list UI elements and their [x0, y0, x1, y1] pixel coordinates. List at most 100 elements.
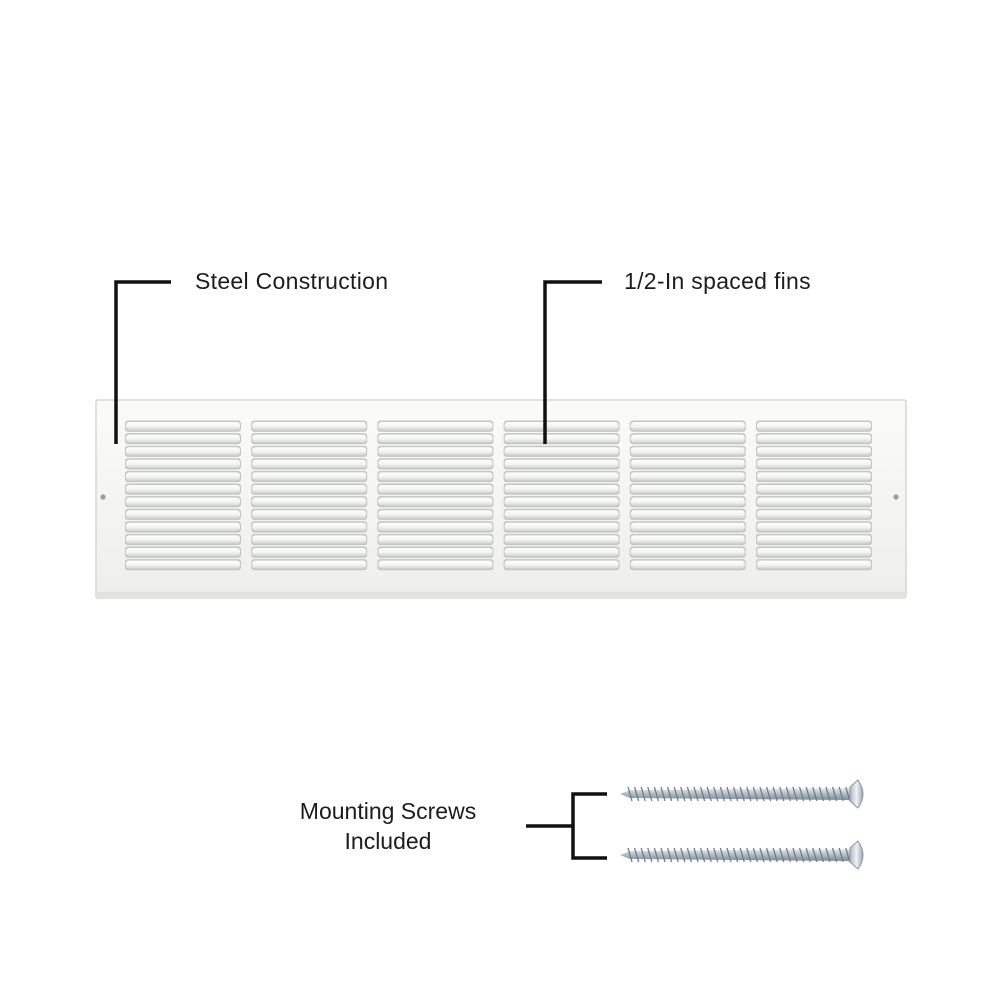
screw-thread: [838, 786, 844, 802]
fin: [378, 510, 493, 519]
fin: [504, 447, 619, 456]
fin-column: [756, 420, 872, 571]
mounting-screws-label-line1: Mounting Screws: [299, 798, 477, 824]
screw-thread: [647, 786, 653, 802]
fin: [504, 560, 619, 569]
screw-thread: [785, 847, 792, 863]
fin: [757, 548, 871, 557]
fin: [757, 535, 871, 544]
mounting-hole-left: [100, 494, 106, 500]
grille-plate-bottom-edge: [96, 592, 906, 598]
screw-thread: [792, 786, 798, 802]
fin-column: [503, 420, 620, 571]
screw-thread: [713, 847, 719, 863]
steel-construction-label: Steel Construction: [195, 268, 389, 294]
screw-thread: [759, 786, 765, 802]
fin: [378, 560, 493, 569]
screw-thread: [739, 847, 745, 863]
fin: [378, 535, 493, 544]
fin: [126, 548, 240, 557]
screw-thread: [746, 847, 752, 863]
screw-thread: [805, 847, 811, 863]
screw-thread: [686, 786, 693, 802]
fin: [630, 522, 745, 531]
fin: [378, 434, 493, 443]
fin: [126, 459, 240, 468]
screw: [620, 840, 864, 870]
screw-thread: [699, 847, 706, 863]
fin: [757, 510, 871, 519]
screw-thread: [798, 847, 805, 863]
screw-thread: [633, 847, 640, 863]
screw-head: [849, 779, 864, 809]
screw-thread: [653, 847, 660, 863]
screw-thread: [726, 847, 732, 863]
screw-thread: [746, 786, 752, 802]
fin: [378, 497, 493, 506]
screw-thread: [752, 847, 759, 863]
fin: [504, 459, 619, 468]
screw-thread: [805, 786, 811, 802]
fin: [252, 447, 367, 456]
fin: [757, 422, 871, 431]
fins-callout-line: [543, 280, 602, 444]
fin-column: [629, 420, 746, 571]
fin: [252, 497, 367, 506]
fin: [757, 522, 871, 531]
screw-thread: [713, 786, 719, 802]
fin: [126, 447, 240, 456]
fin: [630, 434, 745, 443]
fin: [504, 510, 619, 519]
fin: [252, 560, 367, 569]
screw-thread: [726, 786, 732, 802]
fin: [126, 510, 240, 519]
mounting-screws-label: Mounting Screws Included: [268, 796, 508, 856]
fin: [252, 459, 367, 468]
fin: [378, 485, 493, 494]
fin: [126, 522, 240, 531]
screw-thread: [719, 847, 726, 863]
fin: [504, 497, 619, 506]
screw-thread: [693, 786, 699, 802]
screw-thread: [739, 786, 745, 802]
fin: [630, 510, 745, 519]
fin-column: [377, 420, 494, 571]
fin-column: [125, 420, 241, 571]
screw-thread: [831, 847, 838, 863]
screw-thread: [673, 786, 679, 802]
mounting-screws-label-line2: Included: [344, 828, 432, 854]
screw-head: [849, 840, 864, 870]
mounting-screws: [620, 779, 864, 870]
fin: [630, 422, 745, 431]
fin: [504, 485, 619, 494]
fin: [252, 510, 367, 519]
fin: [630, 535, 745, 544]
fin-columns: [125, 420, 872, 571]
screw-thread: [765, 847, 772, 863]
screw-thread: [825, 786, 831, 802]
fin: [126, 434, 240, 443]
screw-thread: [759, 847, 765, 863]
screw-thread: [719, 786, 726, 802]
screw-thread: [825, 847, 831, 863]
screw-thread: [653, 786, 660, 802]
screw-thread: [772, 847, 778, 863]
fin: [252, 548, 367, 557]
screw-thread: [647, 847, 653, 863]
fin: [630, 548, 745, 557]
screw-thread: [693, 847, 699, 863]
screw-thread: [706, 786, 712, 802]
fin: [630, 459, 745, 468]
fin: [504, 472, 619, 481]
fin: [126, 560, 240, 569]
screw-thread: [660, 847, 666, 863]
fin: [504, 548, 619, 557]
fin: [378, 472, 493, 481]
screw-thread: [792, 847, 798, 863]
fin-column: [251, 420, 368, 571]
screw-thread: [699, 786, 706, 802]
screw-thread: [660, 786, 666, 802]
screw-thread: [779, 786, 785, 802]
screws-callout-bracket: [526, 792, 607, 860]
fin: [252, 535, 367, 544]
